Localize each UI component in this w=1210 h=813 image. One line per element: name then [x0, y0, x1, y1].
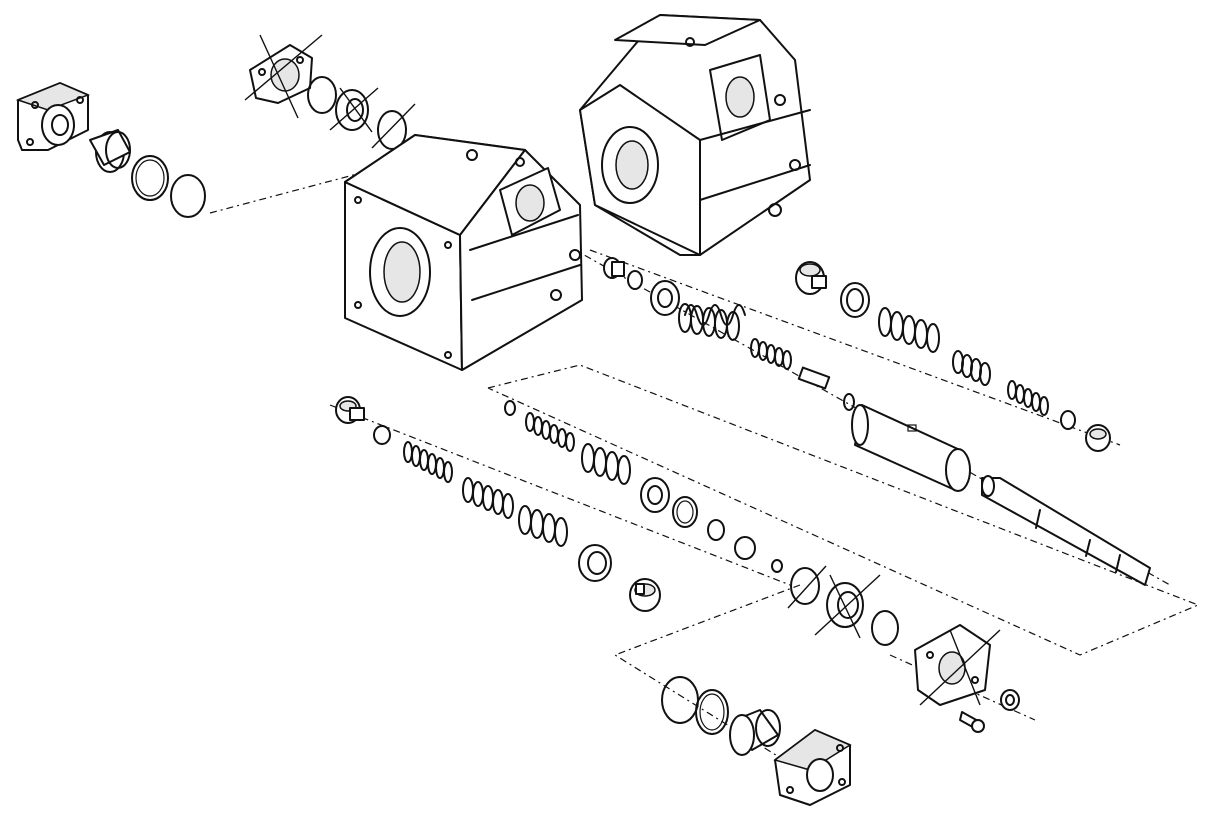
crossed-cover-top-icon [244, 34, 323, 119]
bolt-lower-icon [959, 711, 985, 733]
sleeve-small-lower-icon [373, 425, 391, 445]
pin-upper-icon [797, 366, 831, 390]
ring-lower-icon [578, 544, 612, 582]
plug-end-top-right-icon [1085, 424, 1111, 452]
o-ring-left-1-icon [131, 155, 169, 201]
retainer-mid-icon [640, 477, 670, 513]
o-ring-top-2-icon [371, 103, 416, 150]
ring-small-upper-icon [843, 393, 855, 411]
ring-top-right-icon [840, 282, 870, 318]
nut-lower-icon [1000, 689, 1020, 711]
ring-mid-2-icon [734, 536, 756, 560]
sleeve-small-mid-icon [707, 519, 725, 541]
spring-lower-3-icon [518, 505, 568, 547]
spring-top-right-mid-icon [952, 350, 991, 386]
sleeve-top-crossed-icon [329, 87, 379, 133]
pump-housing-front-icon [344, 134, 583, 371]
retainer-upper-icon [650, 280, 680, 316]
sleeve-crossed-icon [814, 574, 881, 639]
spring-lower-2-icon [462, 477, 514, 519]
sleeve-cylinder-icon [851, 404, 971, 492]
spring-mid-1-icon [525, 412, 575, 452]
ring-small-top-right-icon [1060, 410, 1076, 430]
spring-upper-small-icon [750, 338, 792, 370]
clip-ring-mid-icon [672, 496, 698, 528]
end-cover-left-icon [15, 82, 91, 151]
drive-shaft-icon [981, 475, 1151, 586]
o-ring-bottom-2-icon [695, 689, 729, 735]
o-ring-left-2-icon [170, 174, 206, 218]
end-cover-bottom-icon [773, 729, 852, 806]
spring-top-right-small-icon [1007, 380, 1049, 416]
plug-lower-left-icon [335, 396, 365, 424]
o-ring-bottom-1-icon [661, 676, 699, 724]
spring-top-right-large-icon [878, 307, 940, 353]
plug-lower-end-icon [629, 578, 661, 612]
sleeve-ring-left-icon [89, 129, 131, 173]
sleeve-small-upper-icon [627, 270, 643, 290]
pump-housing-rear-icon [579, 14, 811, 256]
crossed-cover-lower-icon [914, 624, 1001, 706]
o-ring-crossed-2-icon [871, 610, 899, 646]
plug-top-right-icon [795, 261, 827, 295]
ring-tiny-mid-icon [504, 400, 516, 416]
o-ring-top-1-icon [307, 76, 337, 114]
spring-mid-2-icon [581, 443, 631, 485]
sleeve-bottom-icon [729, 709, 781, 756]
plug-upper-left-icon [603, 257, 625, 279]
o-ring-crossed-1-icon [787, 565, 827, 609]
spring-lower-1-icon [403, 441, 453, 483]
ring-tiny-mid-2-icon [771, 559, 783, 573]
spring-upper-large-icon [678, 303, 746, 341]
